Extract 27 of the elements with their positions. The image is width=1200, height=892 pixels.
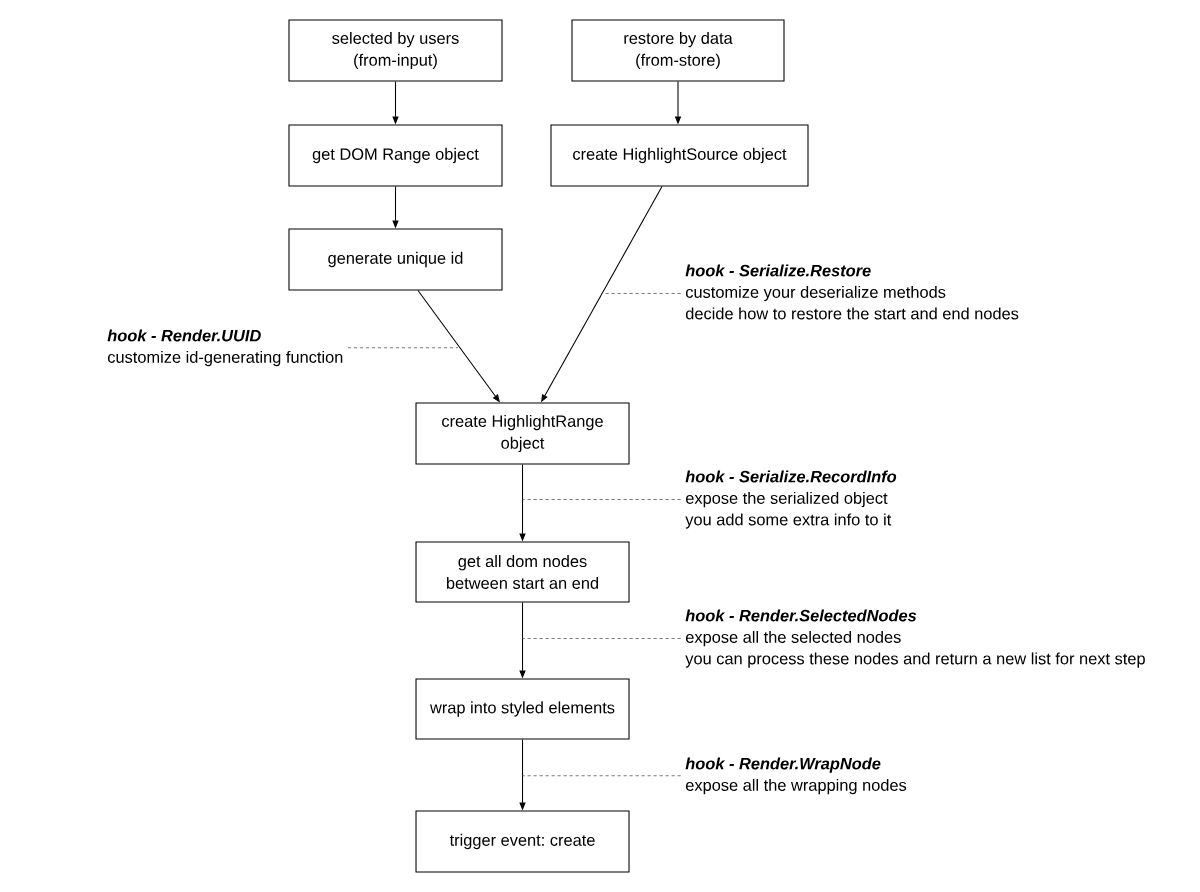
hook-description: customize id-generating function [107, 350, 343, 367]
process-box: selected by users (from-input) [288, 19, 503, 82]
hook-description: expose all the selected nodes [685, 630, 901, 647]
process-box: wrap into styled elements [415, 678, 630, 740]
hook-description: expose the serialized object [685, 491, 888, 508]
hook-description: you add some extra info to it [685, 513, 892, 529]
leader-line [522, 499, 682, 500]
hook-description: expose all the wrapping nodes [685, 778, 907, 795]
process-box: get all dom nodes between start an end [415, 541, 630, 603]
process-box: generate unique id [288, 228, 503, 291]
hook-title: hook - Render.UUID [107, 329, 261, 342]
hook-description: decide how to restore the start and end nodes [685, 307, 1019, 320]
process-box: trigger event: create [415, 810, 630, 873]
hook-description: customize your deserialize methods [685, 285, 946, 302]
process-box: get DOM Range object [288, 124, 503, 187]
hook-title: hook - Render.SelectedNodes [685, 609, 917, 622]
leader-line [522, 638, 682, 639]
process-box: create HighlightSource object [550, 124, 809, 187]
hook-title: hook - Serialize.Restore [685, 264, 871, 277]
leader-line [600, 293, 682, 294]
hook-description: you can process these nodes and return a new list for next step [685, 652, 1145, 668]
leader-line [347, 347, 459, 349]
process-box: restore by data (from-store) [571, 19, 785, 82]
process-box: create HighlightRange object [415, 402, 630, 465]
hook-title: hook - Render.WrapNode [685, 757, 881, 773]
leader-line [522, 775, 682, 777]
hook-title: hook - Serialize.RecordInfo [685, 470, 897, 483]
